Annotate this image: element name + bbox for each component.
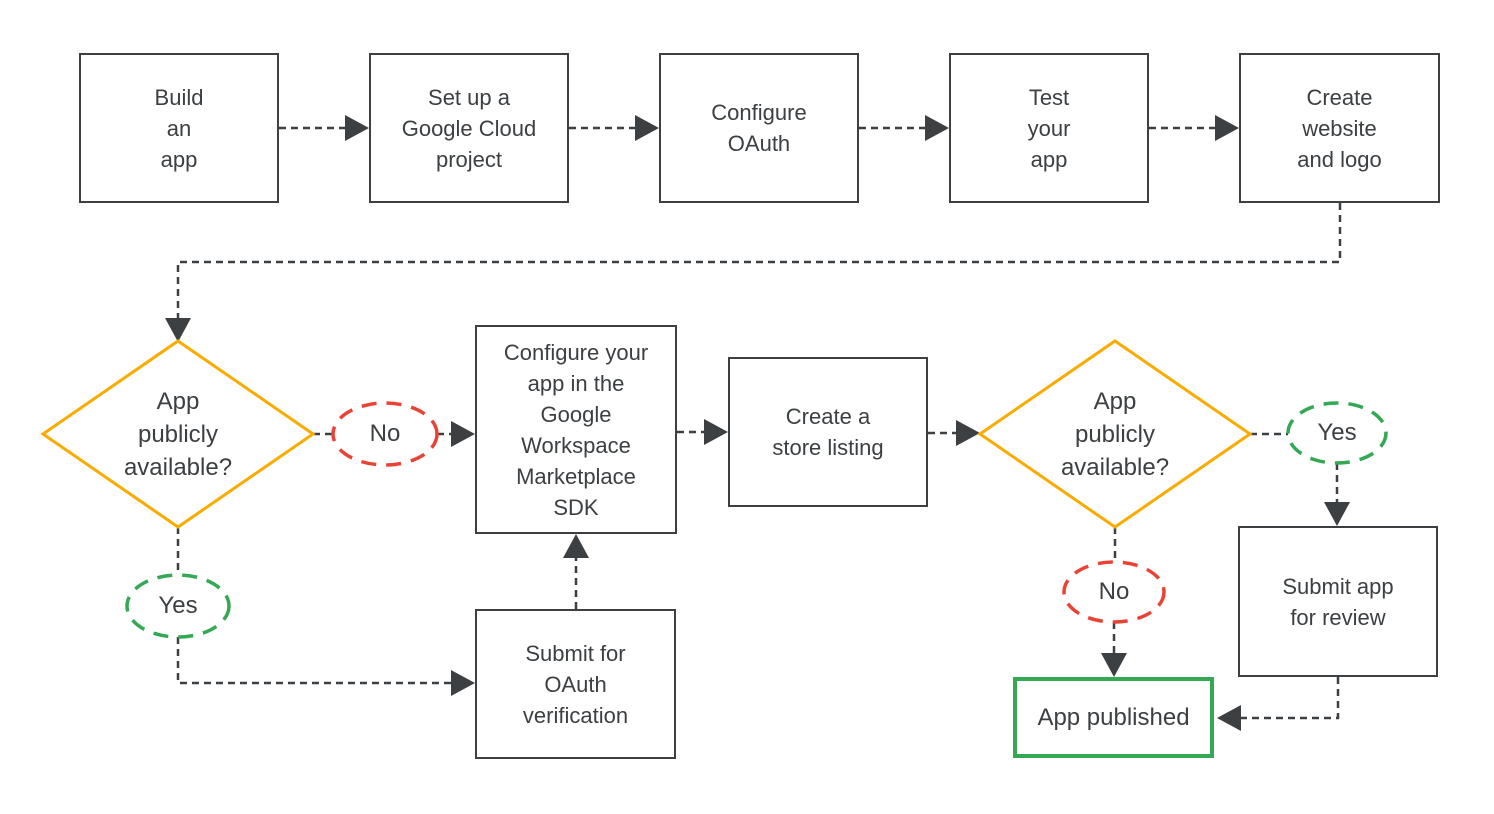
decision2-diamond	[977, 339, 1253, 529]
yes1-oval	[125, 573, 231, 639]
decision1-diamond	[40, 339, 316, 529]
arrowhead-decision1	[165, 318, 191, 342]
yes2-oval	[1286, 401, 1388, 465]
step-setup-google-cloud-project: Set up a Google Cloud project	[369, 53, 569, 203]
arrowhead-website	[1215, 115, 1239, 141]
arrowhead-marketplace-bottom	[563, 534, 589, 558]
step-build-app: Build an app	[79, 53, 279, 203]
arrowhead-oauth	[635, 115, 659, 141]
step-submit-app-for-review: Submit app for review	[1238, 526, 1438, 677]
arrowhead-published-top	[1101, 653, 1127, 677]
step-configure-oauth: Configure OAuth	[659, 53, 859, 203]
arrowhead-submit-oauth	[451, 670, 475, 696]
arrowhead-test	[925, 115, 949, 141]
step-configure-marketplace-sdk: Configure your app in the Google Workspa…	[475, 325, 677, 534]
edge-yes1-to-submit-oauth	[176, 637, 451, 685]
arrowhead-review	[1324, 502, 1350, 526]
arrowhead-published-right	[1217, 705, 1241, 731]
step-create-website-and-logo: Create website and logo	[1239, 53, 1440, 203]
edge-website-to-decision1	[176, 203, 1342, 318]
arrowhead-listing	[704, 419, 728, 445]
step-create-store-listing: Create a store listing	[728, 357, 928, 507]
step-submit-oauth-verification: Submit for OAuth verification	[475, 609, 676, 759]
no2-oval	[1062, 560, 1166, 624]
arrowhead-setup	[345, 115, 369, 141]
edge-review-to-published	[1241, 677, 1340, 720]
step-test-your-app: Test your app	[949, 53, 1149, 203]
arrowhead-decision2	[956, 420, 980, 446]
no1-oval	[331, 401, 439, 467]
step-app-published: App published	[1013, 677, 1214, 758]
arrowhead-marketplace	[451, 421, 475, 447]
